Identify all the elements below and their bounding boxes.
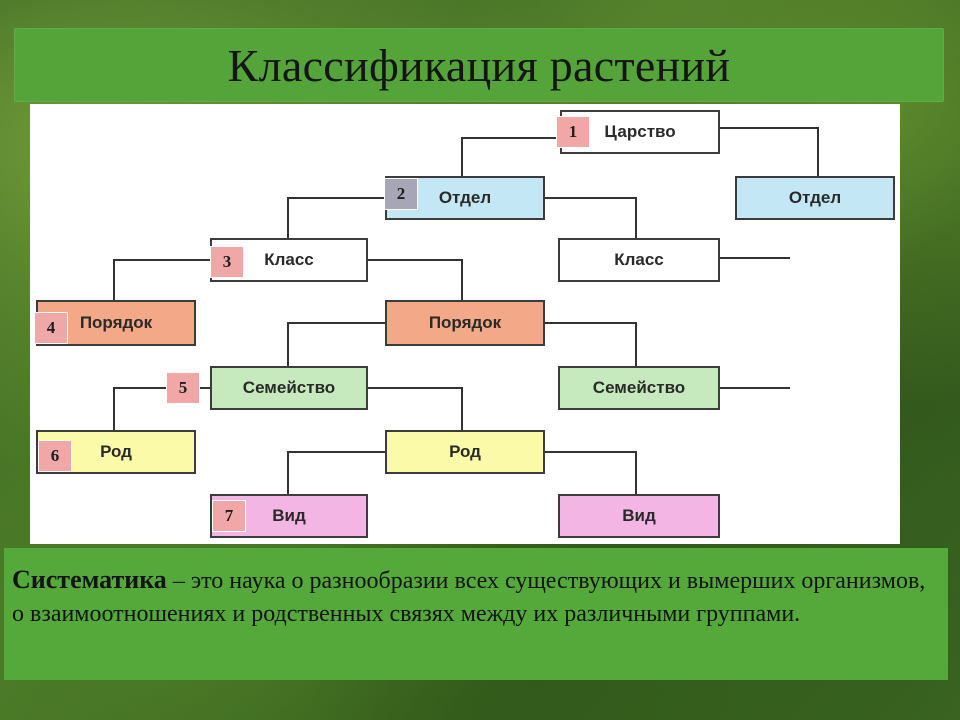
- level-badge-7: 7: [212, 500, 246, 532]
- node-species-right: Вид: [558, 494, 720, 538]
- definition-panel: Систематика – это наука о разнообразии в…: [4, 548, 948, 680]
- level-badge-4: 4: [34, 312, 68, 344]
- level-badge-2: 2: [384, 178, 418, 210]
- connector-genus-species-left: [287, 451, 385, 494]
- connector-lines: [113, 127, 819, 494]
- node-genus-right: Род: [385, 430, 545, 474]
- level-badge-6: 6: [38, 440, 72, 472]
- definition-text: – это наука о разнообразии всех существу…: [12, 568, 926, 627]
- definition-term: Систематика: [12, 565, 167, 594]
- connector-family-genus-right: [368, 387, 463, 430]
- connector-class-order-right: [368, 259, 463, 300]
- page-title: Классификация растений: [227, 39, 731, 91]
- node-order-right: Порядок: [385, 300, 545, 346]
- node-division-right: Отдел: [735, 176, 895, 220]
- level-badge-5: 5: [166, 372, 200, 404]
- node-family-left: Семейство: [210, 366, 368, 410]
- connector-order-family-left: [287, 322, 385, 366]
- level-badge-1: 1: [556, 116, 590, 148]
- connector-kingdom-divisions: [461, 137, 560, 176]
- level-badge-3: 3: [210, 246, 244, 278]
- connector-genus-species-right: [545, 451, 637, 494]
- connector-division-class-right: [545, 197, 637, 238]
- node-class-right: Класс: [558, 238, 720, 282]
- classification-diagram: Царство Отдел Отдел Класс Класс Порядок …: [30, 104, 900, 544]
- definition-paragraph: Систематика – это наука о разнообразии в…: [12, 562, 940, 630]
- node-family-right: Семейство: [558, 366, 720, 410]
- connector-division-class-left: [287, 197, 385, 238]
- connector-class-order-left: [113, 259, 210, 300]
- title-bar: Классификация растений: [14, 28, 944, 102]
- connector-kingdom-division-right: [720, 127, 819, 176]
- connector-order-family-right: [545, 322, 637, 366]
